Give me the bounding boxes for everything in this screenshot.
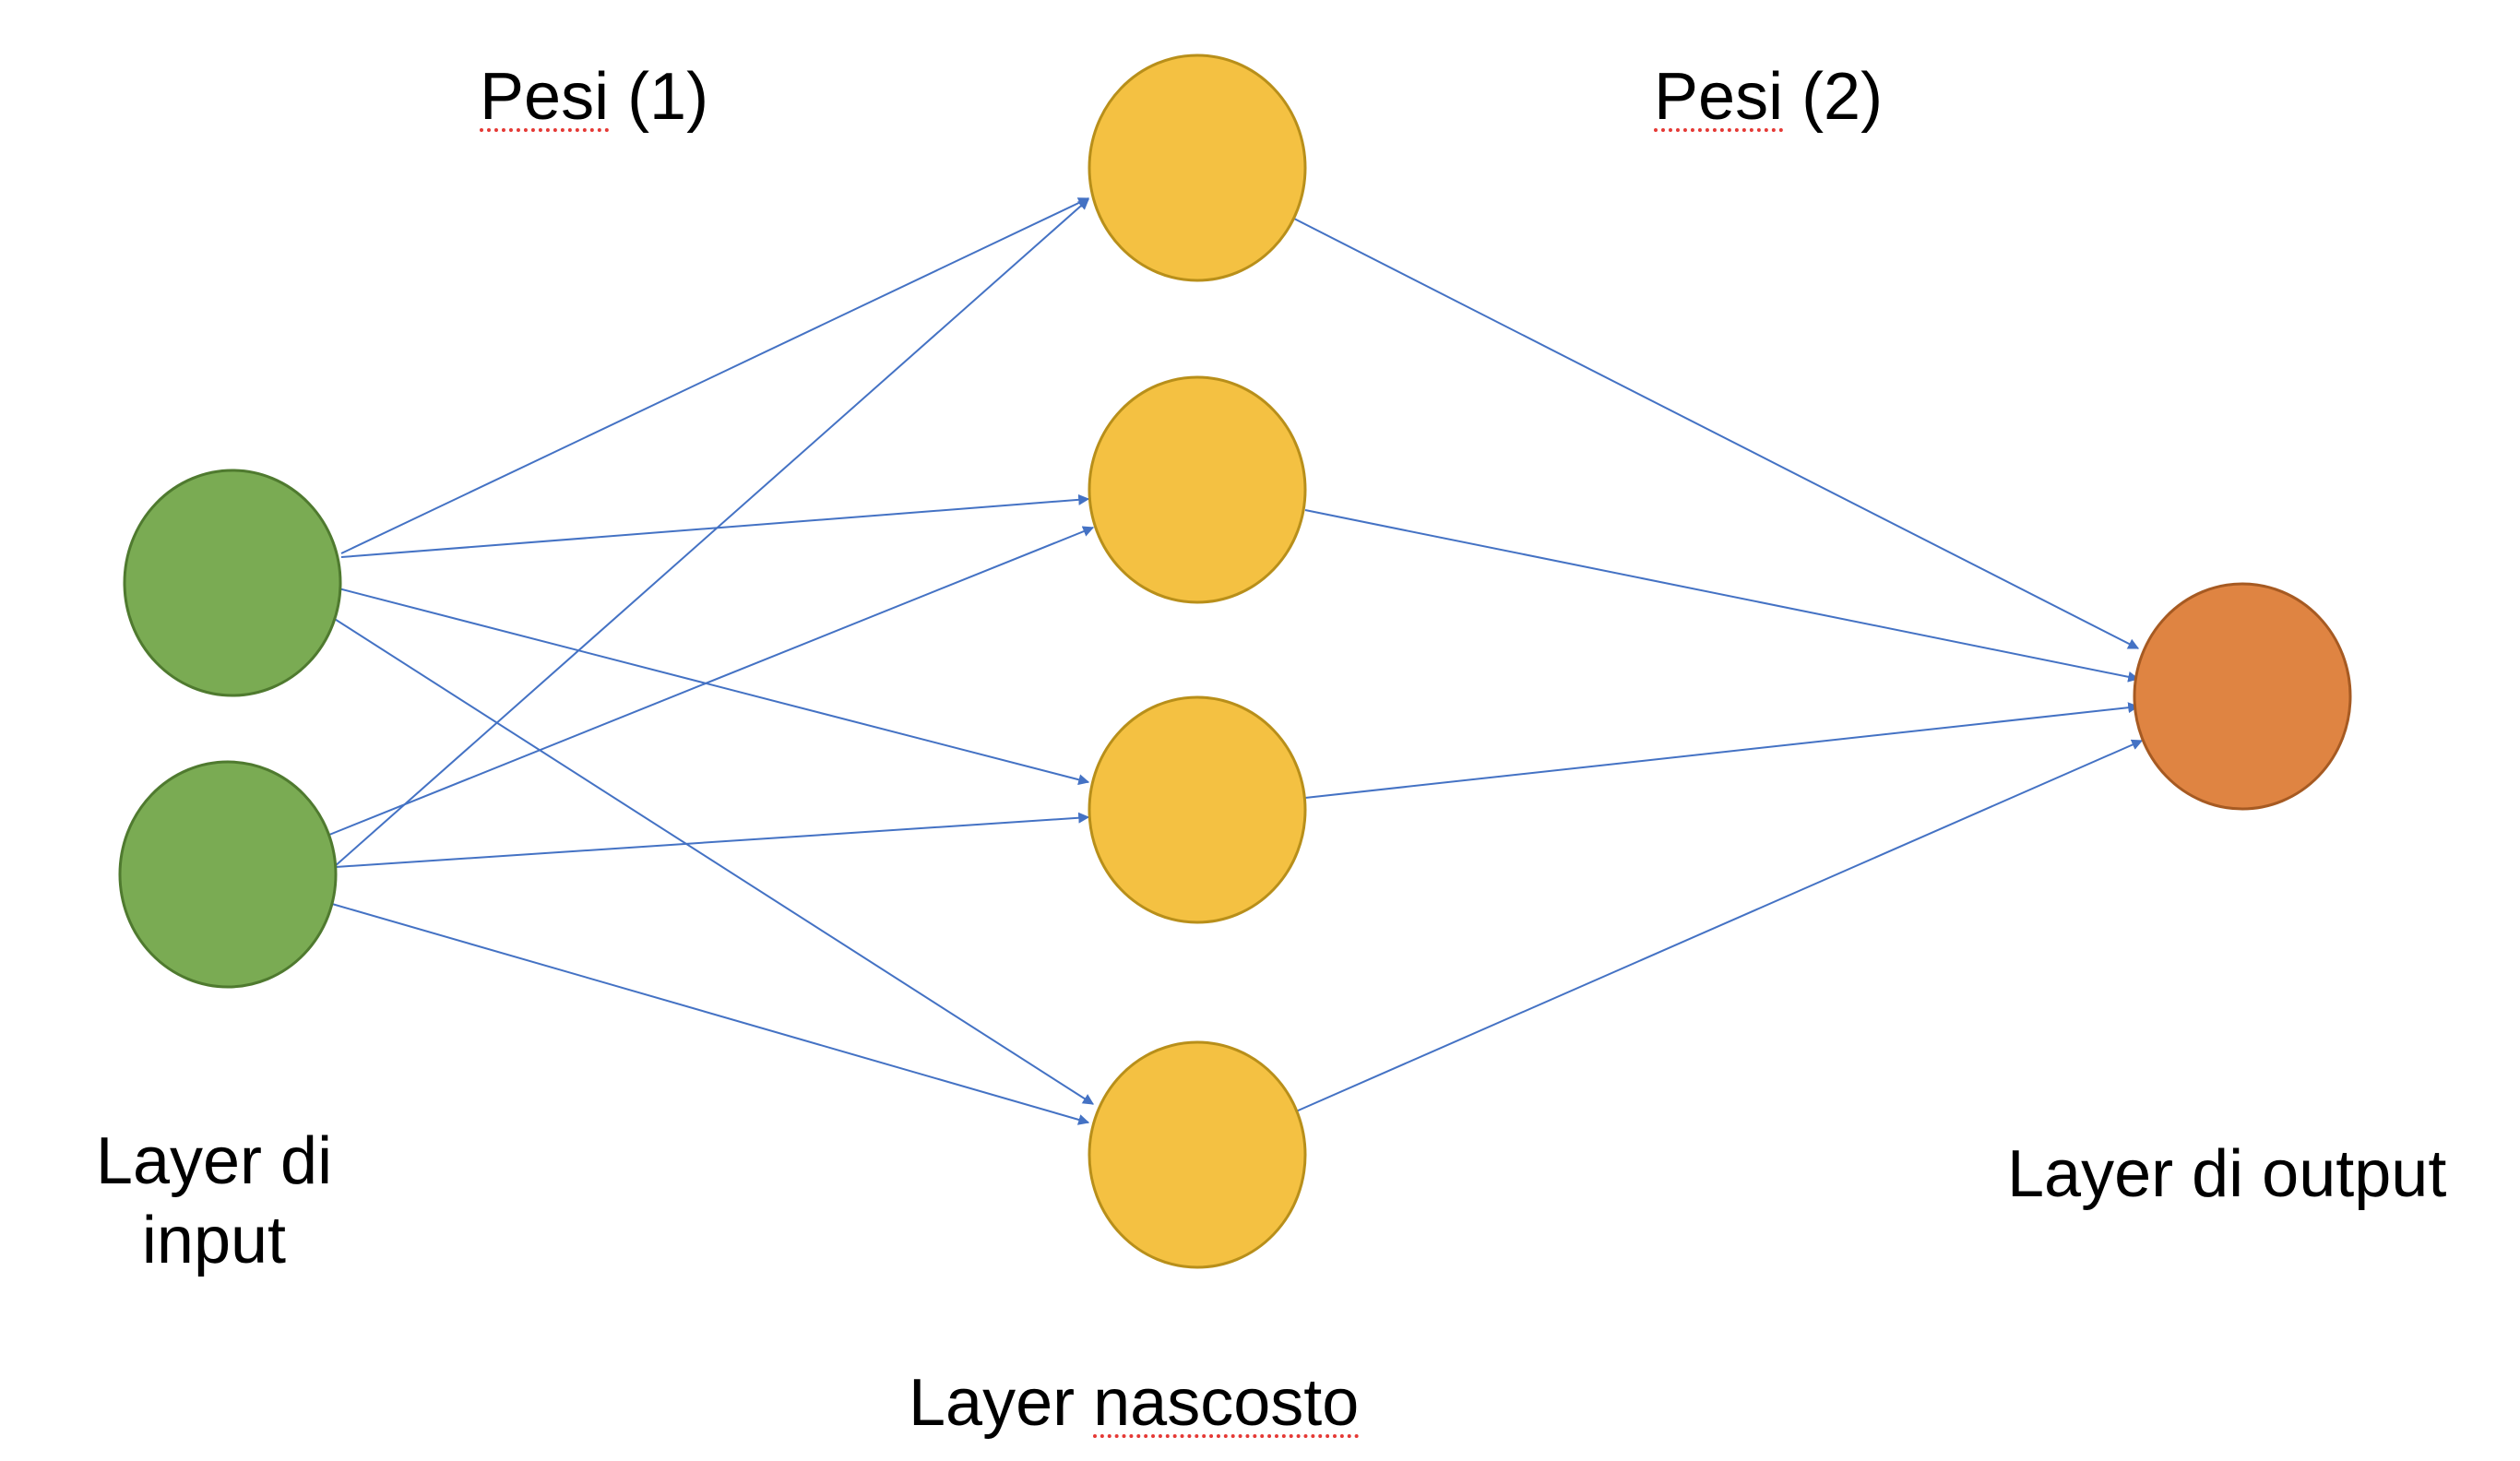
input-node-1 — [123, 469, 342, 697]
weights-1-label: Pesi (1) — [480, 57, 708, 137]
input-layer-label-line2: input — [141, 1204, 287, 1278]
weights-2-suffix: (2) — [1783, 60, 1884, 134]
edge-input2-hidden4 — [331, 903, 1090, 1125]
weights-2-label: Pesi (2) — [1654, 57, 1883, 137]
output-layer — [2133, 582, 2352, 811]
hidden-layer-label: Layer nascosto — [909, 1363, 1359, 1443]
hidden-layer-label-prefix: Layer — [909, 1366, 1094, 1440]
input-layer — [118, 469, 342, 989]
edge-hidden1-output — [1293, 218, 2140, 649]
output-layer-label: Layer di output — [2007, 1137, 2447, 1211]
edge-input2-hidden3 — [335, 812, 1090, 868]
edge-input1-hidden3 — [338, 588, 1090, 786]
output-node — [2133, 582, 2352, 811]
hidden-node-4 — [1088, 1040, 1307, 1269]
hidden-node-3 — [1088, 695, 1307, 924]
hidden-node-1 — [1088, 53, 1307, 282]
edge-input1-hidden1 — [340, 197, 1090, 554]
input-layer-label: Layer di input — [76, 1122, 352, 1281]
weights-1-edges — [328, 197, 1095, 1125]
edge-input2-hidden1 — [333, 198, 1089, 868]
hidden-layer-label-word: nascosto — [1093, 1366, 1360, 1440]
input-layer-label-line1: Layer di — [95, 1124, 333, 1198]
edge-hidden4-output — [1295, 739, 2144, 1112]
weights-2-edges — [1293, 218, 2144, 1112]
weights-1-word: Pesi — [480, 60, 610, 134]
hidden-layer — [1088, 53, 1307, 1269]
edge-input1-hidden4 — [329, 615, 1095, 1105]
weights-2-word: Pesi — [1654, 60, 1784, 134]
edge-hidden2-output — [1304, 509, 2140, 683]
edge-input2-hidden2 — [328, 526, 1095, 836]
edge-hidden3-output — [1304, 702, 2140, 799]
input-node-2 — [118, 760, 338, 989]
weights-1-suffix: (1) — [609, 60, 709, 134]
edge-input1-hidden2 — [340, 493, 1090, 558]
hidden-node-2 — [1088, 375, 1307, 604]
